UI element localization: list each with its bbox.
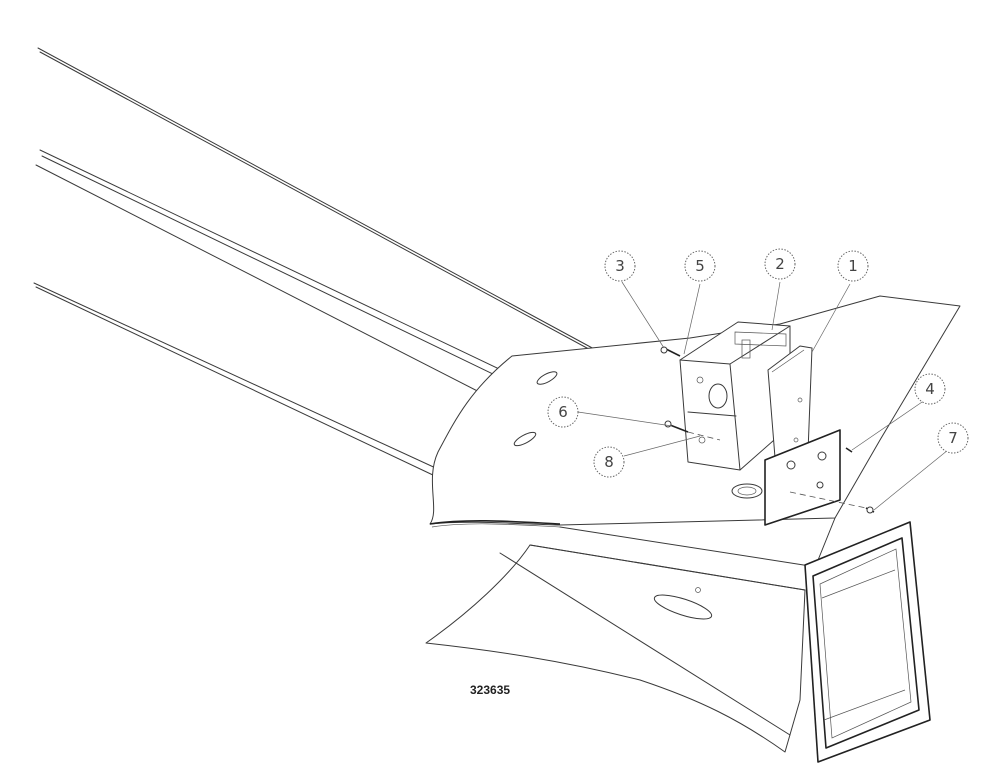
back-plate [767,345,813,471]
clamp-plate [764,429,841,526]
leader-lines [577,281,949,511]
callout-label-6: 6 [558,403,568,421]
mounting-bracket [679,321,791,471]
callout-circle-8 [593,446,625,478]
callout-circle-4 [914,373,946,405]
callout-label-5: 5 [695,257,705,275]
callout-circle-1 [837,250,869,282]
callout-circle-7 [937,422,969,454]
drawing-number: 323635 [470,683,511,697]
callout-label-1: 1 [848,257,858,275]
callout-label-4: 4 [925,380,935,398]
callout-circle-2 [764,248,796,280]
callout-circle-6 [547,396,579,428]
callout-label-8: 8 [604,453,614,471]
receiver-tube [499,517,931,763]
callout-label-3: 3 [615,257,625,275]
callout-circle-3 [604,250,636,282]
frame-rails [33,47,599,477]
bottom-plate [425,544,806,753]
callout-label-7: 7 [948,429,958,447]
callout-bubbles: 3 5 2 1 4 7 6 8 [547,248,969,478]
callout-label-2: 2 [775,255,785,273]
fasteners [660,346,875,514]
callout-circle-5 [684,250,716,282]
